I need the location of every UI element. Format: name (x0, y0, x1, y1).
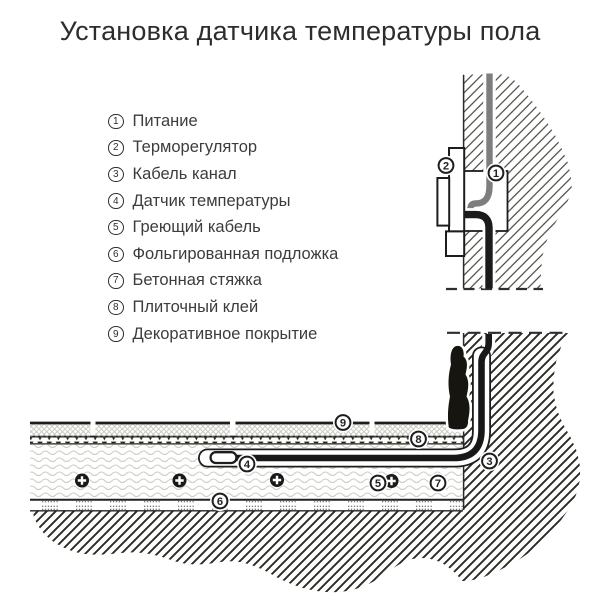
legend-item-7: 7 Бетонная стяжка (108, 268, 338, 295)
svg-text:5: 5 (375, 478, 381, 490)
legend-label: Терморегулятор (132, 138, 258, 157)
page-title: Установка датчика температуры пола (59, 16, 541, 46)
legend-label: Бетонная стяжка (132, 271, 262, 290)
callout-markers: 1 2 3 4 5 6 7 (210, 155, 506, 511)
svg-text:8: 8 (415, 434, 421, 446)
power-cable (463, 73, 496, 213)
legend-label: Декоративное покрытие (132, 324, 318, 343)
callout-marker-6: 6 (210, 491, 230, 511)
legend-label: Фольгированная подложка (132, 244, 339, 263)
legend-number-icon: 1 (108, 113, 124, 130)
legend-item-8: 8 Плиточный клей (108, 294, 338, 321)
tile-layer (30, 421, 461, 437)
legend-item-3: 3 Кабель канал (108, 161, 338, 188)
svg-text:3: 3 (486, 456, 492, 468)
legend-label: Кабель канал (132, 164, 237, 183)
temperature-sensor-capsule (209, 451, 238, 465)
svg-text:2: 2 (443, 160, 449, 172)
foil-underlay-layer (30, 498, 463, 512)
legend-item-4: 4 Датчик температуры (108, 188, 338, 215)
svg-text:9: 9 (340, 417, 346, 429)
callout-marker-7: 7 (428, 473, 448, 493)
callout-marker-5: 5 (368, 473, 388, 493)
legend-item-6: 6 Фольгированная подложка (108, 241, 338, 268)
legend-item-9: 9 Декоративное покрытие (108, 321, 338, 348)
callout-marker-1: 1 (486, 163, 506, 183)
legend-label: Питание (132, 111, 198, 130)
wall-break-lines (446, 287, 569, 334)
svg-text:7: 7 (435, 478, 441, 490)
legend-number-icon: 4 (108, 193, 124, 209)
tile-adhesive-layer (30, 435, 463, 445)
legend-number-icon: 5 (108, 219, 124, 236)
legend-item-5: 5 Греющий кабель (108, 214, 338, 241)
wall-channel-groove (445, 343, 472, 432)
legend-number-icon: 7 (108, 273, 124, 289)
legend-number-icon: 9 (108, 326, 124, 342)
callout-marker-3: 3 (479, 451, 500, 471)
legend-label: Греющий кабель (132, 218, 261, 237)
svg-text:4: 4 (244, 459, 251, 471)
legend-number-icon: 2 (108, 140, 124, 156)
legend-item-2: 2 Терморегулятор (108, 135, 338, 162)
callout-marker-8: 8 (408, 429, 429, 449)
callout-marker-9: 9 (333, 412, 353, 433)
callout-marker-4: 4 (237, 454, 257, 474)
legend-label: Плиточный клей (132, 297, 259, 316)
subfloor-hatch (33, 333, 580, 593)
heating-cable-symbol-icon (270, 473, 284, 487)
heating-cable-symbol-icon (75, 473, 89, 488)
legend-label: Датчик температуры (132, 191, 291, 210)
legend-number-icon: 3 (108, 166, 124, 183)
sensor-cable (234, 334, 492, 462)
legend-number-icon: 8 (108, 299, 124, 316)
legend: 1 Питание 2 Терморегулятор 3 Кабель канал 4… (108, 108, 338, 347)
svg-text:1: 1 (493, 168, 499, 180)
legend-number-icon: 6 (108, 246, 124, 263)
svg-text:6: 6 (217, 496, 223, 508)
wall-cable-upper (460, 208, 496, 289)
heating-cable-symbols (75, 473, 399, 488)
heating-cable-symbol-icon (172, 473, 187, 488)
callout-marker-2: 2 (436, 155, 456, 176)
heating-cable-symbol-icon (384, 474, 399, 488)
legend-item-1: 1 Питание (108, 108, 338, 135)
